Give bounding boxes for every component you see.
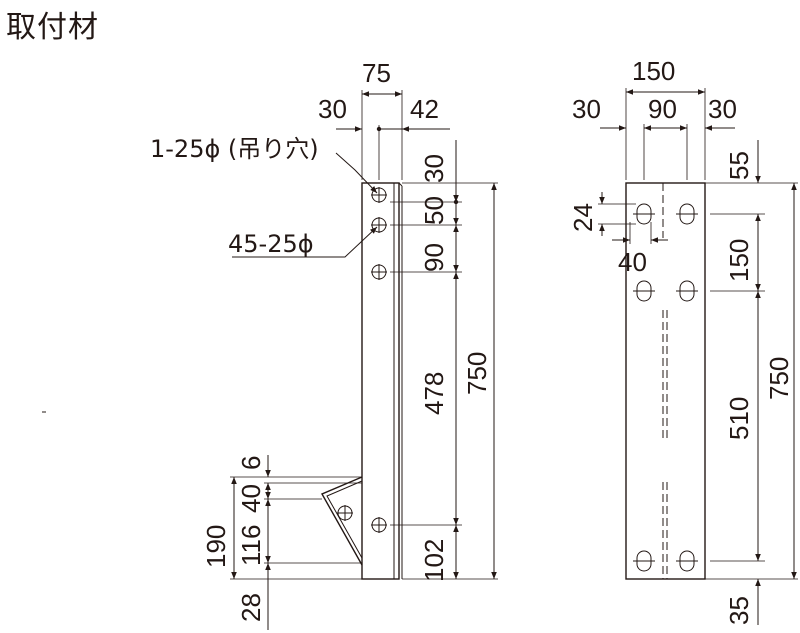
side-view: 1-25ϕ (吊り穴) 45-25ϕ 75 30 42 (42, 58, 498, 630)
dim-side-left-d3: 116 (236, 525, 266, 566)
front-hole-dimensions: 24 40 (568, 192, 668, 277)
side-top-dimensions: 75 30 42 (318, 58, 450, 180)
side-hole (371, 264, 387, 280)
dim-side-total-width: 75 (362, 58, 391, 88)
front-slot-hole (676, 280, 698, 302)
dim-side-left-d2: 40 (236, 484, 266, 513)
side-hole (371, 517, 387, 533)
dim-side-left: 30 (318, 94, 347, 124)
side-hole-hang (371, 187, 387, 203)
dim-front-mid: 90 (648, 94, 677, 124)
dim-side-left-total: 190 (201, 525, 231, 568)
front-slot-hole (676, 203, 698, 225)
dim-side-d4: 478 (419, 372, 449, 415)
side-right-dimensions: 30 50 90 478 102 750 (390, 140, 498, 582)
front-slot-hole (633, 550, 655, 572)
drawing-title: 取付材 (6, 10, 99, 45)
dim-front-d1: 55 (724, 151, 754, 180)
front-plate-outline (625, 182, 706, 580)
side-bracket-gusset (321, 476, 363, 566)
dim-side-left-d4: 28 (236, 593, 266, 622)
dim-front-total-width: 150 (632, 56, 675, 86)
dim-front-hole-width: 40 (618, 247, 647, 277)
dim-side-d1: 30 (419, 154, 449, 183)
dim-side-left-d1: 6 (236, 456, 266, 470)
front-slot-hole (676, 550, 698, 572)
dim-side-right: 42 (410, 94, 439, 124)
front-right-dimensions: 55 150 510 35 750 (705, 140, 798, 625)
front-slot-hole (633, 280, 655, 302)
dim-front-total-height: 750 (764, 357, 794, 400)
front-slot-hole (633, 203, 655, 225)
side-left-dimensions: 6 40 116 28 190 (201, 455, 362, 630)
dim-front-d4: 35 (724, 596, 754, 625)
dim-side-total-height: 750 (462, 352, 492, 395)
dim-side-d2: 50 (419, 196, 449, 225)
leader-holes (232, 226, 378, 258)
leader-hang-hole (335, 152, 378, 194)
dim-front-hole-height: 24 (568, 203, 598, 232)
front-view: 150 30 90 30 24 40 (568, 56, 798, 625)
note-hang-hole: 1-25ϕ (吊り穴) (150, 135, 319, 163)
note-holes: 45-25ϕ (228, 230, 314, 258)
dim-front-right: 30 (708, 94, 737, 124)
dim-front-d2: 150 (724, 239, 754, 282)
side-hole-bracket (337, 505, 353, 521)
dim-side-d5: 102 (419, 539, 449, 582)
dim-front-d3: 510 (724, 397, 754, 440)
dim-front-left: 30 (572, 94, 601, 124)
side-bar-outline (361, 182, 400, 580)
side-hole (371, 217, 387, 233)
dim-side-d3: 90 (419, 243, 449, 272)
front-top-dimensions: 150 30 90 30 (572, 56, 737, 180)
